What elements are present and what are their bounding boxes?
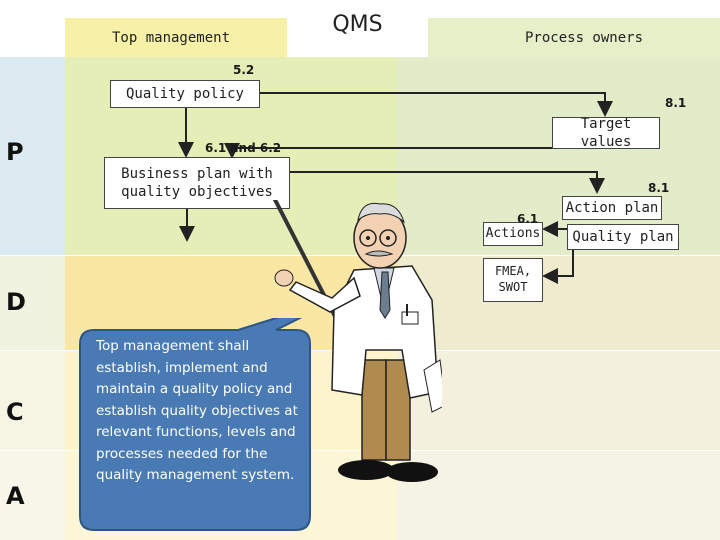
shoe-right [386, 462, 438, 482]
row-divider [0, 450, 720, 451]
lab-coat [331, 265, 439, 399]
glasses-left [359, 229, 377, 247]
phase-label-d: D [6, 288, 26, 316]
header-band-process-owners [428, 18, 720, 57]
fmea-swot-box: FMEA, SWOT [483, 258, 543, 302]
phase-label-a: A [6, 482, 25, 510]
action-plan-label: Action plan [565, 199, 659, 216]
header-process-owners: Process owners [525, 30, 644, 46]
pointing-arm [288, 276, 361, 313]
d-row-right-band [397, 255, 720, 350]
header-band-top-management [65, 18, 287, 57]
business-plan-box: Business plan with quality objectives [104, 157, 290, 209]
clause-ref-8-1-target: 8.1 [665, 96, 687, 110]
p-row-right-band [397, 57, 720, 255]
actions-box: Actions [483, 222, 543, 246]
clause-ref-5-2: 5.2 [233, 63, 255, 77]
p-row-left-band [0, 57, 65, 255]
fmea-swot-label: FMEA, SWOT [494, 264, 532, 294]
callout-text: Top management shall establish, implemen… [96, 338, 298, 483]
callout-bubble [79, 318, 311, 531]
header-band-left [0, 0, 65, 57]
quality-policy-box: Quality policy [110, 80, 260, 108]
eye-right [386, 236, 390, 240]
arrow-policy-to-target-values [260, 92, 613, 117]
quality-policy-label: Quality policy [125, 85, 244, 102]
clause-ref-8-1-action: 8.1 [648, 181, 670, 195]
quality-plan-box: Quality plan [567, 224, 679, 250]
callout-shape [79, 318, 311, 531]
quality-plan-label: Quality plan [572, 228, 674, 245]
header-top-management: Top management [112, 30, 231, 46]
coat-pocket [401, 311, 419, 325]
hand [274, 269, 294, 287]
target-values-box: Target values [552, 115, 660, 150]
phase-label-c: C [6, 398, 24, 426]
phase-label-p: P [6, 138, 24, 166]
tie-icon [379, 271, 391, 319]
papers-icon [423, 359, 442, 413]
trouser-left-leg [361, 359, 387, 461]
arrow-business-plan-to-action-plan [290, 171, 605, 194]
actions-label: Actions [485, 225, 541, 241]
a-row-left-band [0, 450, 65, 540]
header-qms-title: QMS [332, 12, 383, 37]
eye-left [366, 236, 370, 240]
professor-illustration [272, 200, 442, 482]
arrow-target-to-business-plan [224, 143, 552, 159]
c-row-right-band [397, 350, 720, 450]
glasses-right [379, 229, 397, 247]
target-values-label: Target values [580, 115, 632, 150]
header-qms-box: QMS [287, 10, 428, 48]
c-row-left-band [0, 350, 65, 450]
moustache [364, 250, 394, 257]
shoe-left [338, 460, 394, 480]
d-row-left-band [0, 255, 65, 350]
hair [357, 202, 405, 224]
action-plan-box: Action plan [562, 196, 662, 220]
clause-ref-6-1-actions: 6.1 [517, 212, 539, 226]
business-plan-label: Business plan with quality objectives [121, 165, 273, 200]
clause-ref-6-1-and-6-2: 6.1 and 6.2 [205, 141, 282, 155]
a-row-right-band [397, 450, 720, 540]
